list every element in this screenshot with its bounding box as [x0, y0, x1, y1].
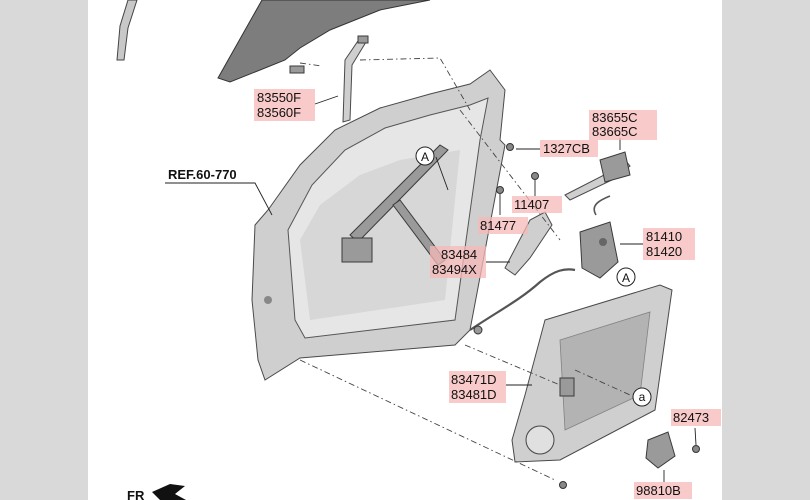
- label-83481d: 83481D: [451, 387, 497, 402]
- alignment-line-1: [299, 359, 556, 481]
- channel-clip: [289, 65, 305, 74]
- leader-83550f: [314, 95, 339, 105]
- hl-83655c: [589, 110, 657, 140]
- left-margin: [0, 0, 88, 500]
- bolt-11407: [531, 172, 539, 180]
- ref-circle-a-upper-text: A: [421, 150, 429, 164]
- label-83550f: 83550F: [257, 90, 301, 105]
- front-arrow-icon: [152, 484, 186, 500]
- label-ref: REF.60-770: [168, 167, 237, 182]
- door-glass: [217, 0, 431, 83]
- alignment-line-4: [574, 369, 631, 396]
- hl-83550f: [254, 89, 315, 121]
- sensor-98810b: [645, 431, 676, 469]
- label-81477: 81477: [480, 218, 516, 233]
- label-11407: 11407: [514, 197, 549, 212]
- door-inner-shadow: [300, 150, 460, 320]
- bolt-82473: [692, 445, 700, 453]
- label-81410: 81410: [646, 229, 682, 244]
- module-speaker-hole: [525, 425, 555, 455]
- hl-81477: [478, 217, 528, 234]
- ref-circle-small-a-text: a: [639, 390, 646, 404]
- alignment-line-2: [459, 109, 561, 241]
- latch-bolt: [599, 238, 607, 246]
- label-83560f: 83560F: [257, 105, 301, 120]
- label-1327cb: 1327CB: [543, 141, 590, 156]
- glass-run-channel: [116, 0, 138, 61]
- label-83484: 83484: [441, 247, 477, 262]
- hl-1327cb: [540, 140, 598, 157]
- door-cable-2: [593, 195, 611, 216]
- bolt-cable-end: [473, 325, 483, 335]
- label-82473: 82473: [673, 410, 709, 425]
- label-98810b: 98810B: [636, 483, 681, 498]
- hl-83471d: [449, 371, 506, 403]
- handle-base: [599, 151, 631, 183]
- bolt-81477: [496, 186, 504, 194]
- ref-circle-small-a: [632, 387, 652, 407]
- ref-circle-a-lower-text: A: [622, 271, 630, 285]
- hl-83484: [430, 246, 486, 278]
- leader-82473: [694, 427, 697, 446]
- label-83471d: 83471D: [451, 372, 497, 387]
- hl-82473: [671, 409, 721, 426]
- right-margin: [722, 0, 810, 500]
- leader-circle-a: [435, 156, 449, 191]
- door-bolt-hole: [264, 296, 272, 304]
- hl-81410: [643, 228, 695, 260]
- alignment-line-3: [464, 344, 561, 386]
- bolt-1327cb: [506, 143, 514, 151]
- door-cable: [469, 268, 576, 331]
- hl-11407: [512, 196, 562, 213]
- label-83655c: 83655C: [592, 110, 638, 125]
- inside-handle: [504, 211, 553, 276]
- module-clip: [559, 377, 575, 397]
- alignment-line-6: [299, 62, 323, 67]
- label-83494x: 83494X: [432, 262, 477, 277]
- hl-98810b: [634, 482, 692, 499]
- ref-circle-a-lower: [616, 267, 636, 287]
- channel-clip-top: [357, 35, 369, 44]
- bolt-bottom: [559, 481, 567, 489]
- division-channel: [342, 37, 367, 123]
- ref-circle-a-upper: [415, 146, 435, 166]
- label-81420: 81420: [646, 244, 682, 259]
- label-83665c: 83665C: [592, 124, 638, 139]
- door-latch: [579, 221, 619, 279]
- front-indicator-label: FR: [127, 488, 145, 500]
- leader-ref: [165, 182, 273, 216]
- regulator-motor: [341, 237, 373, 263]
